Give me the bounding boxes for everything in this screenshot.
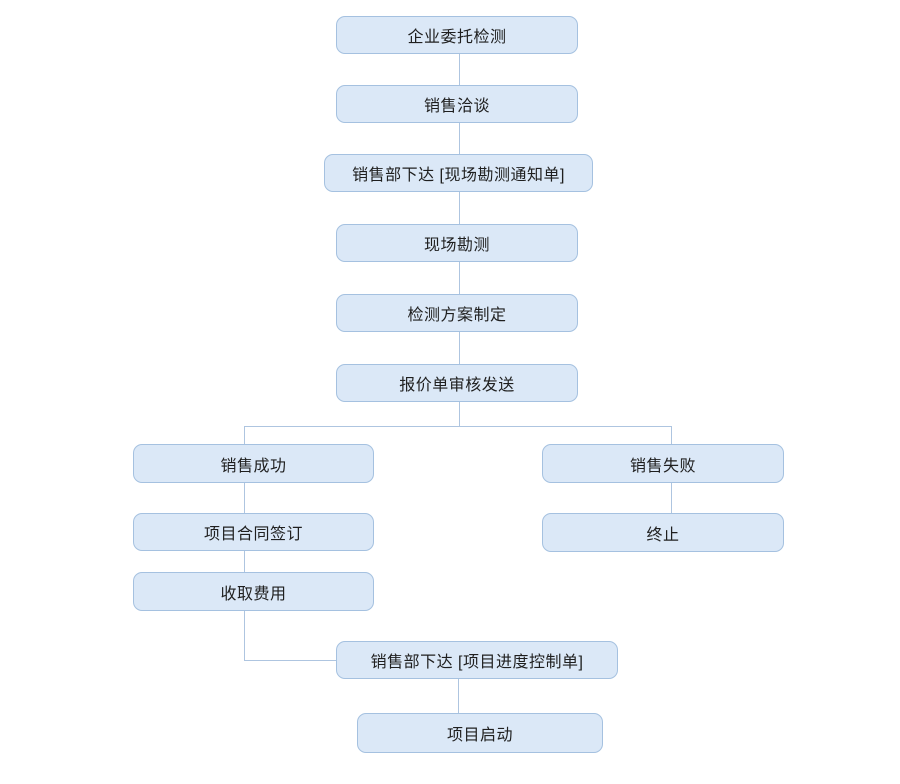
flow-node-site-survey: 现场勘测 (336, 224, 578, 262)
flow-node-project-start: 项目启动 (357, 713, 603, 753)
connector-testplan-quotation (459, 332, 460, 364)
connector-fees-right (244, 660, 336, 661)
flow-node-quotation: 报价单审核发送 (336, 364, 578, 402)
flow-node-entrust: 企业委托检测 (336, 16, 578, 54)
connector-success-contract (244, 483, 245, 513)
connector-progress-start (458, 679, 459, 713)
connector-sitesurvey-testplan (459, 262, 460, 294)
flow-node-sales-success: 销售成功 (133, 444, 374, 483)
flow-node-survey-notice: 销售部下达 [现场勘测通知单] (324, 154, 593, 192)
connector-quotation-stem (459, 402, 460, 426)
connector-fees-down (244, 611, 245, 660)
connector-surveynotice-sitesurvey (459, 192, 460, 224)
flow-node-test-plan: 检测方案制定 (336, 294, 578, 332)
connector-branch-to-success (244, 426, 245, 444)
flow-node-progress-control: 销售部下达 [项目进度控制单] (336, 641, 618, 679)
connector-failure-terminate (671, 483, 672, 513)
connector-entrust-salestalk (459, 54, 460, 85)
flow-node-terminate: 终止 (542, 513, 784, 552)
connector-salestalk-surveynotice (459, 123, 460, 154)
flow-node-sales-talk: 销售洽谈 (336, 85, 578, 123)
connector-branch-to-failure (671, 426, 672, 444)
flow-node-contract-sign: 项目合同签订 (133, 513, 374, 551)
connector-branch-bar (244, 426, 672, 427)
connector-contract-fees (244, 551, 245, 572)
flow-node-collect-fees: 收取费用 (133, 572, 374, 611)
flow-node-sales-failure: 销售失败 (542, 444, 784, 483)
